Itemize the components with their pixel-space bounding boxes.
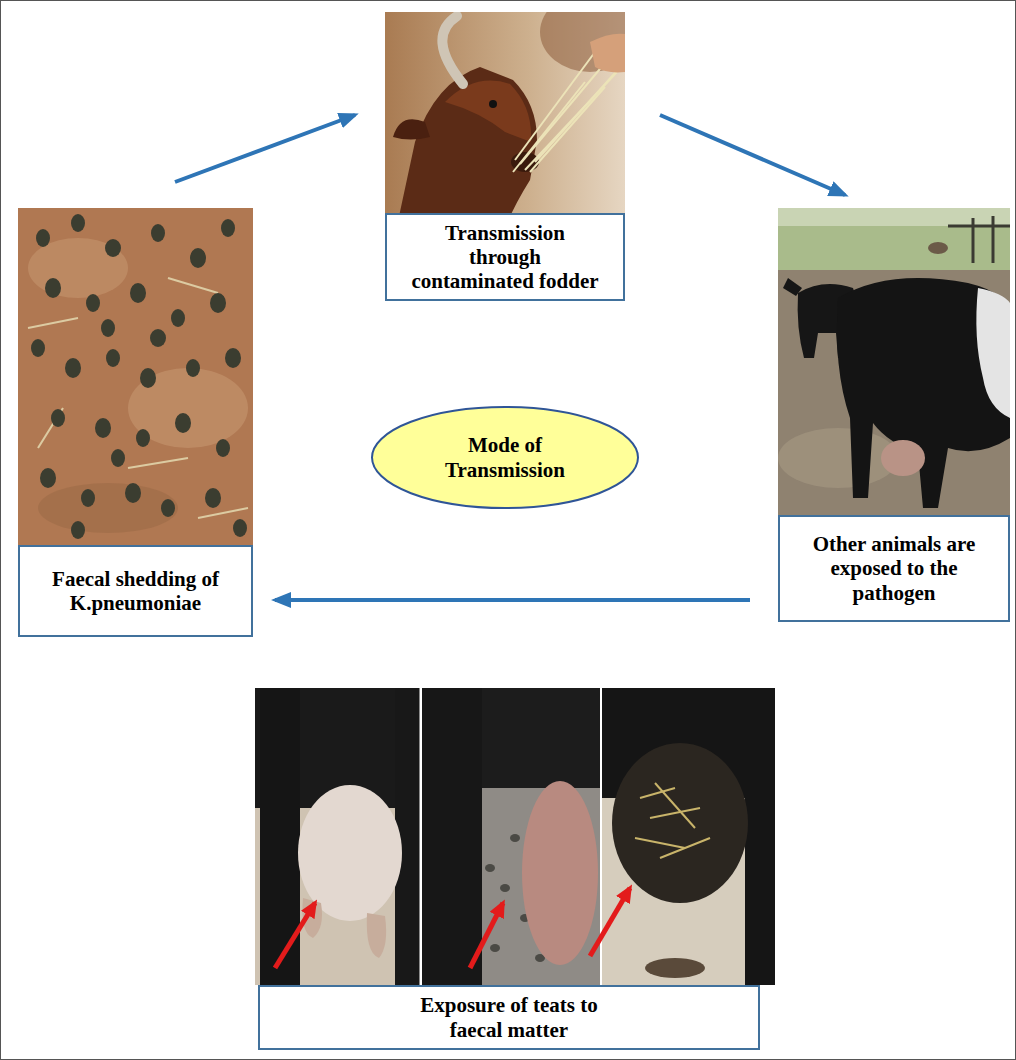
flow-arrow xyxy=(660,115,845,195)
node-label: Exposure of teats to faecal matter xyxy=(397,993,622,1041)
node-label: Transmission through contaminated fodder xyxy=(407,221,603,293)
flow-arrow xyxy=(275,598,750,602)
goat-herd-photo xyxy=(778,208,1010,515)
ellipse-node: Mode of Transmission xyxy=(370,405,640,510)
ellipse-text-holder: Mode of Transmission xyxy=(370,405,640,510)
photo-panel-node: Transmission through contaminated fodder xyxy=(385,12,625,302)
flow-arrow xyxy=(175,115,355,182)
label-box: Faecal shedding of K.pneumoniae xyxy=(18,545,253,637)
node-label: Faecal shedding of K.pneumoniae xyxy=(28,567,243,615)
label-box: Other animals are exposed to the pathoge… xyxy=(778,515,1010,622)
ellipse-shape xyxy=(372,407,638,508)
faecal-pellets-photo xyxy=(18,208,253,545)
label-box: Exposure of teats to faecal matter xyxy=(258,985,760,1050)
label-box: Transmission through contaminated fodder xyxy=(385,213,625,301)
goat-feeding-photo xyxy=(385,12,625,235)
udder-photos xyxy=(255,688,775,985)
photo-panel-node: Faecal shedding of K.pneumoniae xyxy=(18,208,253,637)
node-label: Other animals are exposed to the pathoge… xyxy=(799,532,989,604)
photo-panel-node: Exposure of teats to faecal matter xyxy=(255,688,775,1050)
photo-panel-node: Other animals are exposed to the pathoge… xyxy=(778,208,1010,622)
node-label: Mode of Transmission xyxy=(415,433,595,481)
